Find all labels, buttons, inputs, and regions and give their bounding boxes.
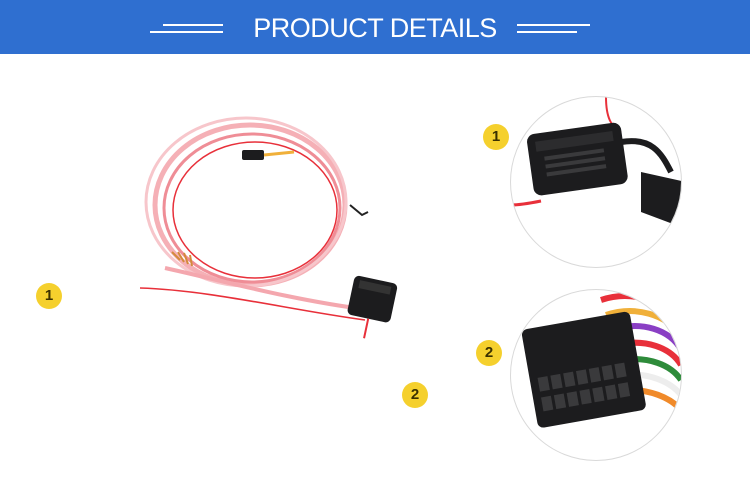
callout-badge-2: 2 — [402, 382, 428, 408]
banner-rule-right-bottom — [517, 31, 577, 33]
detail-connector — [510, 289, 682, 461]
banner-rule-right-top — [517, 24, 590, 26]
banner-rule-left-bottom — [150, 31, 223, 33]
callout-badge-1: 1 — [36, 283, 62, 309]
banner-rule-left-top — [163, 24, 223, 26]
fuse-holder-closeup-image — [511, 97, 681, 227]
connector-closeup-image — [521, 293, 681, 428]
wire-harness-image — [139, 116, 398, 339]
page-title: PRODUCT DETAILS — [253, 13, 497, 43]
detail-badge-2: 2 — [476, 340, 502, 366]
detail-badge-1: 1 — [483, 124, 509, 150]
detail-fuse-holder — [510, 96, 682, 268]
header-banner: PRODUCT DETAILS — [0, 0, 750, 54]
